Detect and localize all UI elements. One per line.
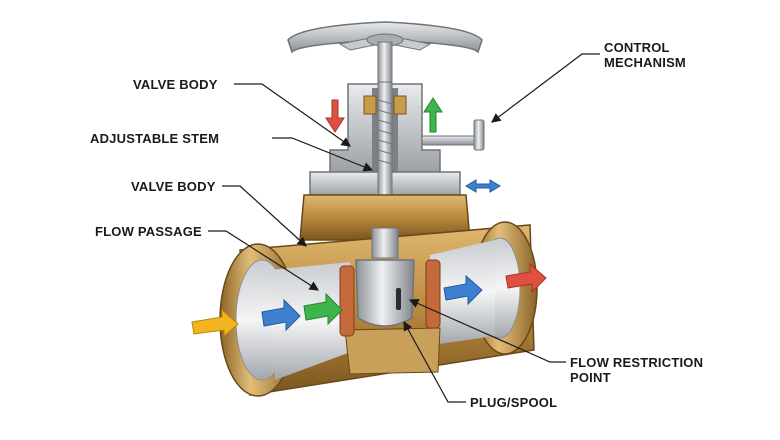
label-valve-body-mid: VALVE BODY (131, 179, 216, 194)
upper-stem (377, 41, 393, 83)
label-control-mechanism-line2: MECHANISM (604, 55, 686, 70)
flow-arrows (191, 97, 547, 338)
plug-spool (355, 227, 415, 327)
label-control-mechanism: CONTROL MECHANISM (604, 40, 686, 70)
label-flow-restriction-point: FLOW RESTRICTION POINT (570, 355, 703, 385)
label-flow-restriction-line1: FLOW RESTRICTION (570, 355, 704, 370)
label-adjustable-stem: ADJUSTABLE STEM (90, 131, 220, 146)
label-flow-restriction-line2: POINT (570, 370, 611, 385)
label-plug-spool: PLUG/SPOOL (470, 395, 558, 410)
seat-rings (339, 259, 441, 337)
label-control-mechanism-line1: CONTROL (604, 40, 670, 55)
leader-lines (208, 53, 600, 403)
label-valve-body-top: VALVE BODY (133, 77, 218, 92)
label-flow-passage: FLOW PASSAGE (95, 224, 202, 239)
control-lever (421, 119, 485, 151)
